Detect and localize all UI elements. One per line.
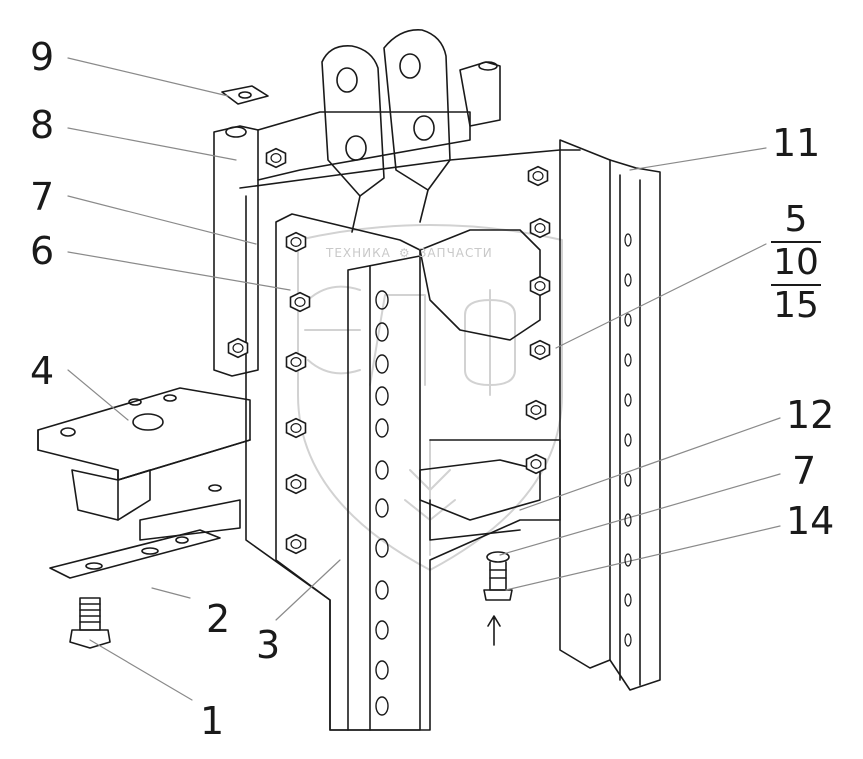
bolt-head-10-face bbox=[534, 223, 546, 234]
bolt-head-14 bbox=[525, 453, 547, 475]
rail-slot-7 bbox=[624, 473, 632, 487]
bolt-head-11-face bbox=[534, 281, 546, 292]
rail-slot-2 bbox=[624, 273, 632, 287]
plate-hole-1 bbox=[375, 290, 389, 310]
bolt-head-12-face bbox=[534, 345, 546, 356]
rail-slot-5 bbox=[624, 393, 632, 407]
watermark-right: ЗАПЧАСТИ bbox=[418, 246, 493, 260]
bolt-head-13-face bbox=[530, 405, 542, 416]
plate-holes bbox=[375, 290, 389, 716]
rail-slot-11 bbox=[624, 633, 632, 647]
bolt-head-5-face bbox=[290, 479, 302, 490]
callout-5-10-15: 5 10 15 bbox=[771, 200, 821, 327]
bolt-head-14-face bbox=[530, 459, 542, 470]
plate-hole-7 bbox=[375, 498, 389, 518]
plate-hole-8 bbox=[375, 538, 389, 558]
rail-slot-1 bbox=[624, 233, 632, 247]
bolt-head-13 bbox=[525, 399, 547, 421]
bolt-head-1 bbox=[285, 231, 307, 253]
bolt-head-1-face bbox=[290, 237, 302, 248]
callout-14: 14 bbox=[786, 499, 835, 543]
part-1-bolt bbox=[69, 597, 111, 649]
fraction-divider-1 bbox=[771, 241, 821, 243]
callout-2: 2 bbox=[206, 597, 231, 641]
rail-slots bbox=[624, 233, 632, 647]
bolt-head-8 bbox=[265, 147, 287, 169]
bolt-head-11 bbox=[529, 275, 551, 297]
plate-hole-10 bbox=[375, 620, 389, 640]
part-2-strip bbox=[49, 529, 221, 579]
leader-lines bbox=[67, 57, 781, 701]
part-9-washer bbox=[221, 85, 269, 105]
plate-hole-12 bbox=[375, 696, 389, 716]
callout-11: 11 bbox=[772, 121, 821, 165]
callout-12: 12 bbox=[786, 393, 835, 437]
bolt-head-8-face bbox=[270, 153, 282, 164]
plate-hole-11 bbox=[375, 660, 389, 680]
plate-hole-5 bbox=[375, 418, 389, 438]
bolt-head-12 bbox=[529, 339, 551, 361]
bolt-head-3 bbox=[285, 351, 307, 373]
callout-10: 10 bbox=[773, 242, 819, 283]
plate-hole-6 bbox=[375, 460, 389, 480]
bolt-head-4-face bbox=[290, 423, 302, 434]
fraction-divider-2 bbox=[771, 284, 821, 286]
part-7-bolt-heads bbox=[227, 147, 551, 555]
callout-9: 9 bbox=[30, 35, 55, 79]
callout-5: 5 bbox=[784, 199, 808, 240]
plate-hole-2 bbox=[375, 322, 389, 342]
watermark-gear-icon: ⚙ bbox=[398, 246, 411, 260]
plate-hole-4 bbox=[375, 386, 389, 406]
plate-hole-9 bbox=[375, 580, 389, 600]
bolt-head-6 bbox=[285, 533, 307, 555]
rail-slot-3 bbox=[624, 313, 632, 327]
bolt-head-10 bbox=[529, 217, 551, 239]
callout-6: 6 bbox=[30, 229, 55, 273]
rail-slot-6 bbox=[624, 433, 632, 447]
plate-hole-3 bbox=[375, 354, 389, 374]
bolt-head-6-face bbox=[290, 538, 302, 549]
part-3-vertical-plate bbox=[275, 213, 421, 731]
rail-slot-4 bbox=[624, 353, 632, 367]
callout-4: 4 bbox=[30, 349, 55, 393]
callout-7-lower: 7 bbox=[792, 449, 817, 493]
watermark-left: ТЕХНИКА bbox=[326, 246, 391, 260]
bolt-head-4 bbox=[285, 417, 307, 439]
part-11-slide-rails bbox=[459, 61, 661, 691]
bolt-head-2 bbox=[289, 291, 311, 313]
rail-slot-8 bbox=[624, 513, 632, 527]
callout-1: 1 bbox=[200, 699, 225, 743]
rail-slot-10 bbox=[624, 593, 632, 607]
rail-slot-9 bbox=[624, 553, 632, 567]
bolt-head-9-face bbox=[532, 171, 544, 182]
part-14-bolt bbox=[483, 551, 513, 646]
bolt-head-7 bbox=[227, 337, 249, 359]
watermark-caption: ТЕХНИКА ⚙ ЗАПЧАСТИ bbox=[322, 246, 497, 260]
part-4-mounting-plate bbox=[37, 387, 251, 541]
bolt-head-3-face bbox=[290, 357, 302, 368]
callout-7-upper: 7 bbox=[30, 175, 55, 219]
callout-3: 3 bbox=[256, 623, 281, 667]
bolt-head-7-face bbox=[232, 343, 244, 354]
callout-15: 15 bbox=[773, 285, 819, 326]
bolt-head-2-face bbox=[294, 297, 306, 308]
lifting-lugs bbox=[321, 29, 451, 233]
bolt-head-9 bbox=[527, 165, 549, 187]
watermark-emblem bbox=[297, 224, 563, 571]
callout-8: 8 bbox=[30, 103, 55, 147]
bolt-head-5 bbox=[285, 473, 307, 495]
